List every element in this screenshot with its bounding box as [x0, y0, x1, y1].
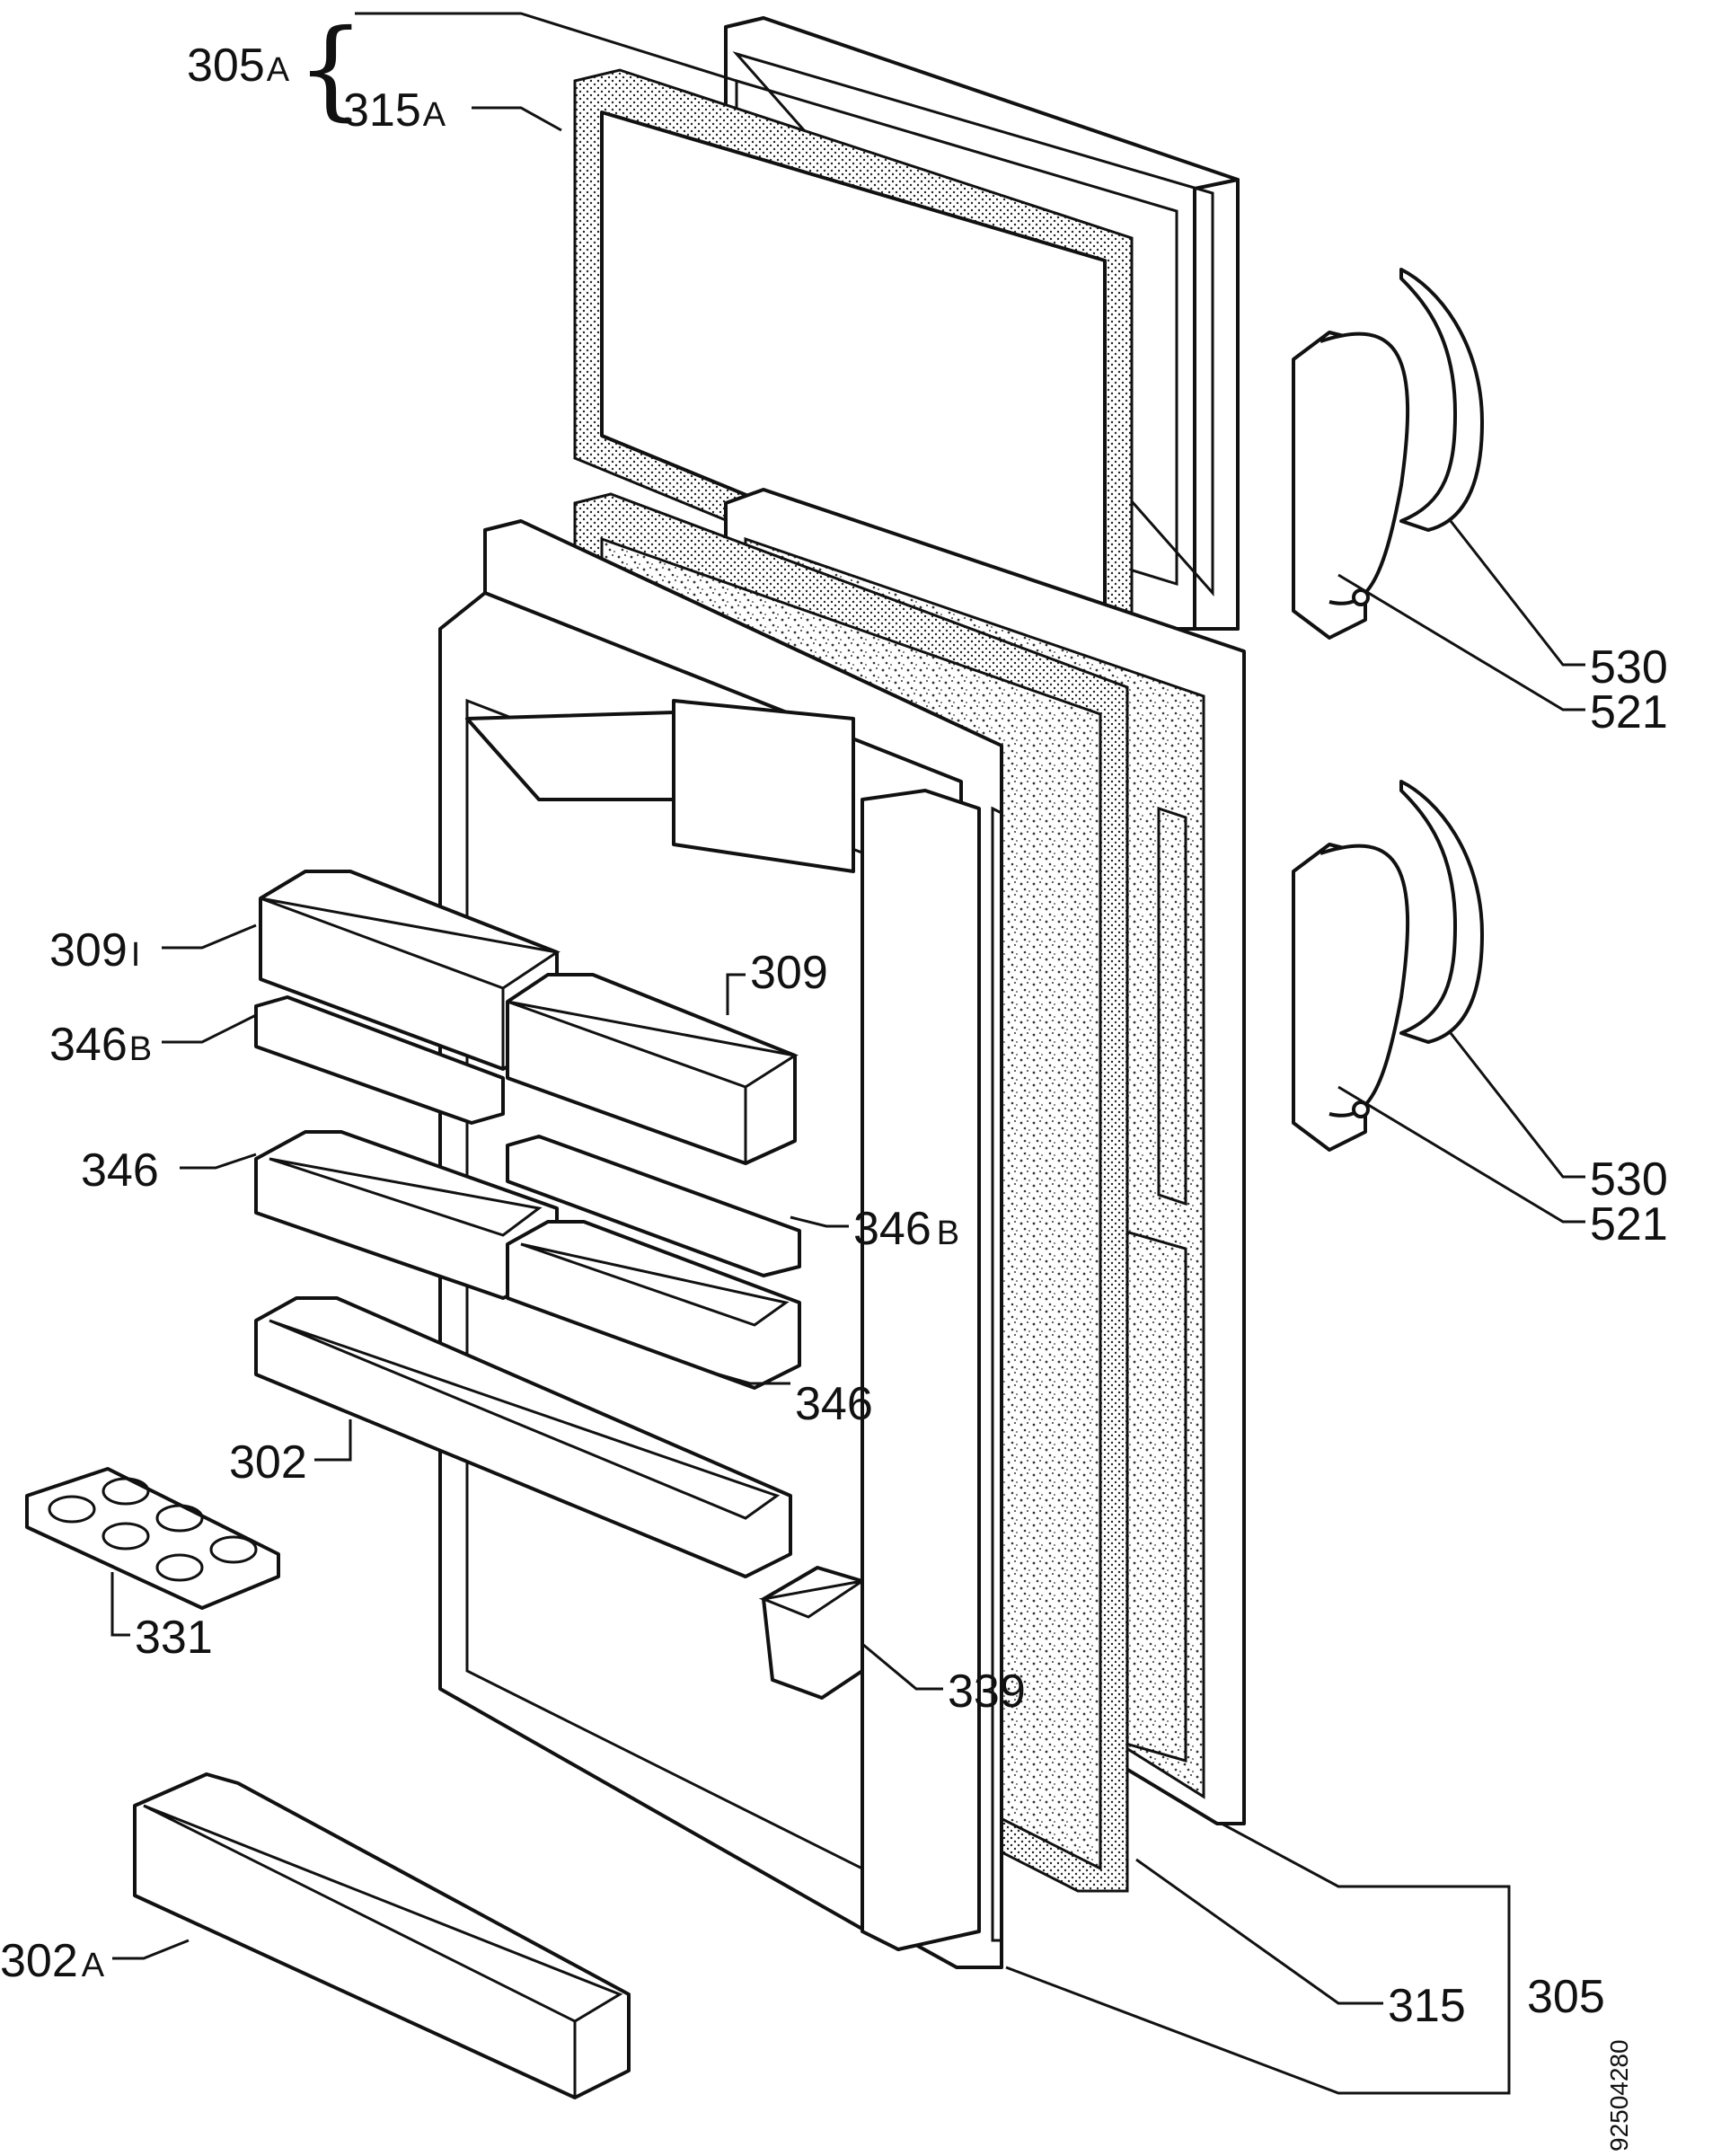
door-shelf-long — [254, 1296, 792, 1578]
label-339: 339 — [948, 1666, 1026, 1718]
label-346-right: 346 — [795, 1378, 873, 1430]
label-309: 309 — [750, 947, 828, 999]
label-305: 305 — [1527, 1971, 1605, 2023]
brace-305A: { — [296, 7, 365, 132]
shelf-lid-left — [254, 995, 505, 1125]
egg-tray — [25, 1467, 280, 1610]
door-shelf-right — [506, 1220, 801, 1390]
label-315A: 315A — [343, 84, 446, 137]
label-331: 331 — [135, 1612, 213, 1664]
label-315: 315 — [1388, 1980, 1466, 2032]
freezer-door-gasket — [573, 68, 1134, 667]
shelf-cover-right — [506, 973, 799, 1165]
label-521-upper: 521 — [1590, 686, 1668, 738]
label-530-lower: 530 — [1590, 1153, 1668, 1206]
label-305A: 305A — [187, 40, 290, 92]
handle-upper — [1292, 268, 1484, 640]
clip-part — [758, 1566, 864, 1700]
bottle-shelf — [133, 1772, 631, 2099]
leader-lines — [110, 12, 1585, 2095]
label-346-left: 346 — [81, 1144, 159, 1197]
label-521-lower: 521 — [1590, 1198, 1668, 1250]
document-number: 92504280 — [1605, 2039, 1633, 2152]
label-530-upper: 530 — [1590, 641, 1668, 694]
handle-lower — [1292, 780, 1484, 1152]
shelf-lid-right — [506, 1135, 801, 1277]
label-302: 302 — [229, 1436, 307, 1489]
label-346B-left: 346B — [49, 1019, 152, 1071]
